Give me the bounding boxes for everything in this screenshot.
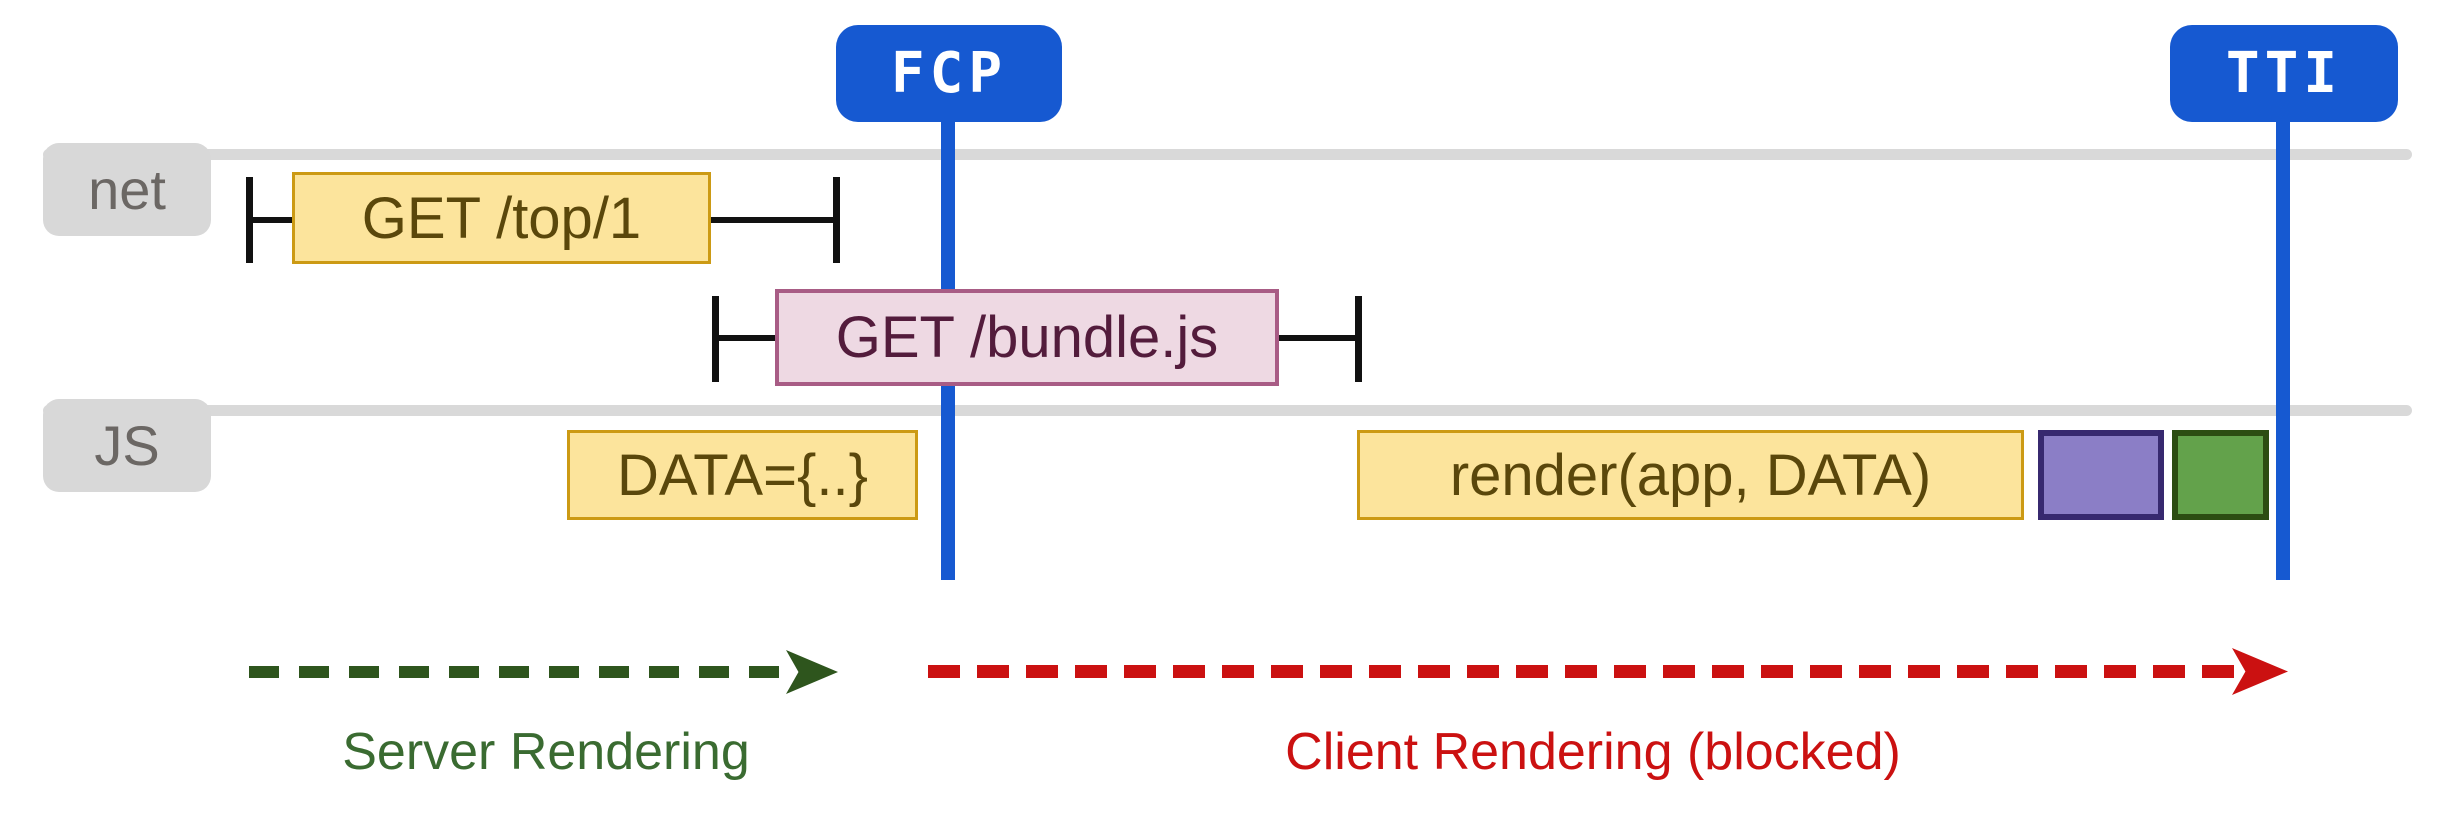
server-rendering-label: Server Rendering bbox=[342, 723, 750, 781]
client-rendering-arrow bbox=[928, 665, 2238, 678]
tti-badge: TTI bbox=[2170, 25, 2398, 122]
bundle-request-start-tick bbox=[712, 296, 719, 382]
top-request-end-connector bbox=[711, 217, 833, 223]
server-rendering-arrow bbox=[249, 666, 794, 678]
client-rendering-label: Client Rendering (blocked) bbox=[1285, 723, 1901, 781]
top-request-start-tick bbox=[246, 177, 253, 263]
top-request-end-tick bbox=[833, 177, 840, 263]
top-request-start-connector bbox=[253, 217, 292, 223]
bundle-request-box: GET /bundle.js bbox=[775, 289, 1279, 386]
data-task-box: DATA={..} bbox=[567, 430, 918, 520]
js-lane-label: JS bbox=[43, 399, 211, 492]
client-rendering-arrowhead-icon bbox=[2232, 648, 2288, 695]
bundle-request-start-connector bbox=[719, 335, 775, 341]
purple-task-block bbox=[2038, 430, 2164, 520]
top-request-box: GET /top/1 bbox=[292, 172, 711, 264]
js-lane-line bbox=[43, 405, 2412, 416]
green-task-block bbox=[2172, 430, 2269, 520]
net-lane-label: net bbox=[43, 143, 211, 236]
tti-marker-line bbox=[2276, 120, 2290, 580]
render-task-box: render(app, DATA) bbox=[1357, 430, 2024, 520]
bundle-request-end-tick bbox=[1355, 296, 1362, 382]
net-lane-line bbox=[43, 149, 2412, 160]
bundle-request-end-connector bbox=[1279, 335, 1355, 341]
fcp-badge: FCP bbox=[836, 25, 1062, 122]
